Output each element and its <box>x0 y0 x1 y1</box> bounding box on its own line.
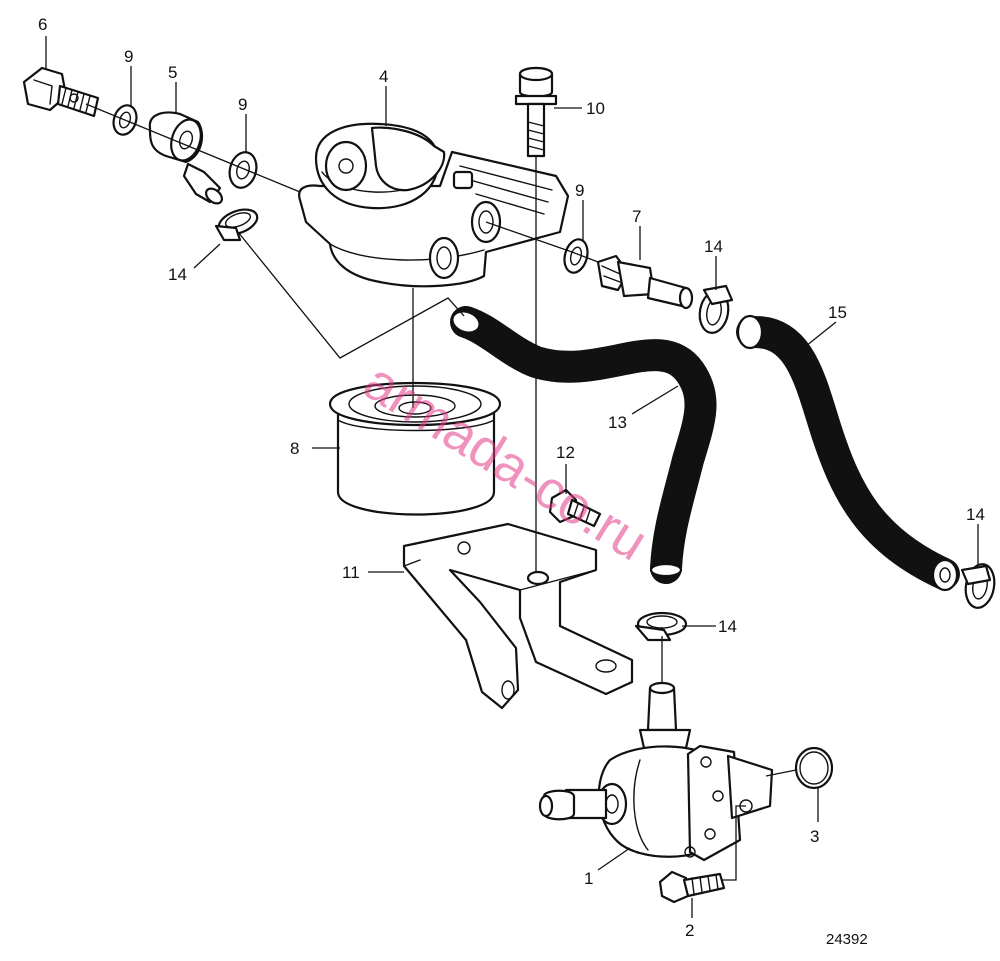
part-12-screw <box>548 488 602 528</box>
callout-4: 4 <box>379 67 388 86</box>
part-14-hose-clamp-bottom <box>634 611 688 642</box>
part-5-banjo-fitting <box>148 111 223 205</box>
callout-leaders <box>45 36 979 918</box>
callout-1: 1 <box>584 869 593 888</box>
callout-9-right: 9 <box>575 181 584 200</box>
part-14-hose-clamp-left <box>214 208 259 242</box>
callout-10: 10 <box>586 99 605 118</box>
part-1-fuel-pump <box>538 681 774 862</box>
part-8-filter-cartridge <box>328 381 502 516</box>
callout-15: 15 <box>828 303 847 322</box>
callout-14-left: 14 <box>168 265 187 284</box>
part-2-bolt <box>658 870 726 904</box>
callout-labels: 6 9 5 9 4 10 9 7 14 14 15 8 13 12 11 14 … <box>38 15 985 948</box>
part-11-bracket <box>402 522 634 710</box>
callout-7: 7 <box>632 207 641 226</box>
callout-14-top-right: 14 <box>704 237 723 256</box>
part-7-hose-nipple <box>596 254 694 310</box>
callout-14-far-right: 14 <box>966 505 985 524</box>
part-6-banjo-bolt <box>22 66 100 118</box>
part-10-bolt <box>514 66 558 158</box>
callout-5: 5 <box>168 63 177 82</box>
callout-3: 3 <box>810 827 819 846</box>
part-14-hose-clamp-far-right <box>960 563 996 609</box>
part-13-fuel-hose <box>450 306 717 584</box>
callout-9-middle: 9 <box>238 95 247 114</box>
part-15-fuel-hose <box>736 314 960 592</box>
part-4-filter-head <box>298 122 570 288</box>
callout-8: 8 <box>290 439 299 458</box>
callout-14-bottom: 14 <box>718 617 737 636</box>
callout-9-left: 9 <box>124 47 133 66</box>
figure-number: 24392 <box>826 931 868 948</box>
part-3-o-ring <box>794 746 834 790</box>
part-14-hose-clamp-right <box>698 284 734 334</box>
callout-6: 6 <box>38 15 47 34</box>
assembly-axis-lines <box>85 103 746 881</box>
callout-2: 2 <box>685 921 694 940</box>
callout-11: 11 <box>342 563 360 582</box>
part-9-washer-middle <box>228 151 258 189</box>
callout-12: 12 <box>556 443 575 462</box>
part-9-washer-right <box>563 238 589 274</box>
callout-13: 13 <box>608 413 627 432</box>
